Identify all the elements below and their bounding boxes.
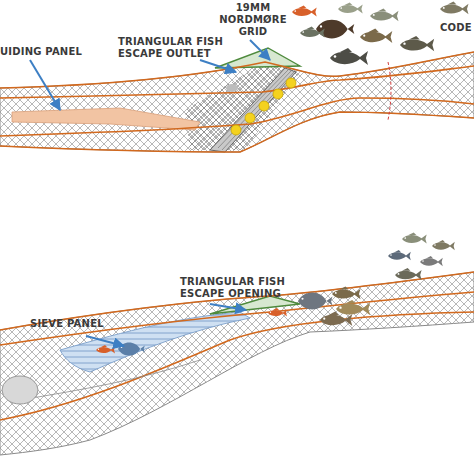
top-rope [0, 272, 474, 330]
part-label: 19MM NORDMØRE GRID [208, 2, 298, 38]
escape-outlet [215, 48, 300, 68]
part-label: TRIANGULAR FISH ESCAPE OPENING [180, 276, 300, 300]
callout-arrows [30, 40, 270, 346]
escaping-fish [298, 233, 455, 326]
part-label: UIDING PANEL [0, 46, 110, 58]
grid-section [185, 62, 300, 150]
net-body [0, 272, 474, 455]
net-body [0, 52, 474, 152]
footrope [0, 98, 474, 136]
escaping-fish [292, 2, 469, 66]
part-label: CODE [440, 22, 474, 34]
headline-rope [0, 66, 474, 98]
codend-seam [388, 62, 391, 120]
grid-bars [214, 70, 294, 150]
footrope [0, 312, 474, 420]
codend-end [2, 376, 38, 404]
part-label: SIEVE PANEL [30, 318, 120, 330]
fish-in-net [226, 84, 238, 92]
lower-panel [20, 360, 200, 400]
part-label: TRIANGULAR FISH ESCAPE OUTLET [118, 36, 230, 60]
nordmore-grid [210, 68, 296, 152]
top-rope [0, 52, 474, 88]
bottom-rope [0, 112, 474, 152]
floats [231, 78, 296, 135]
bottom-trawl [0, 272, 474, 455]
top-trawl [0, 48, 474, 152]
guiding-panel [12, 108, 200, 130]
